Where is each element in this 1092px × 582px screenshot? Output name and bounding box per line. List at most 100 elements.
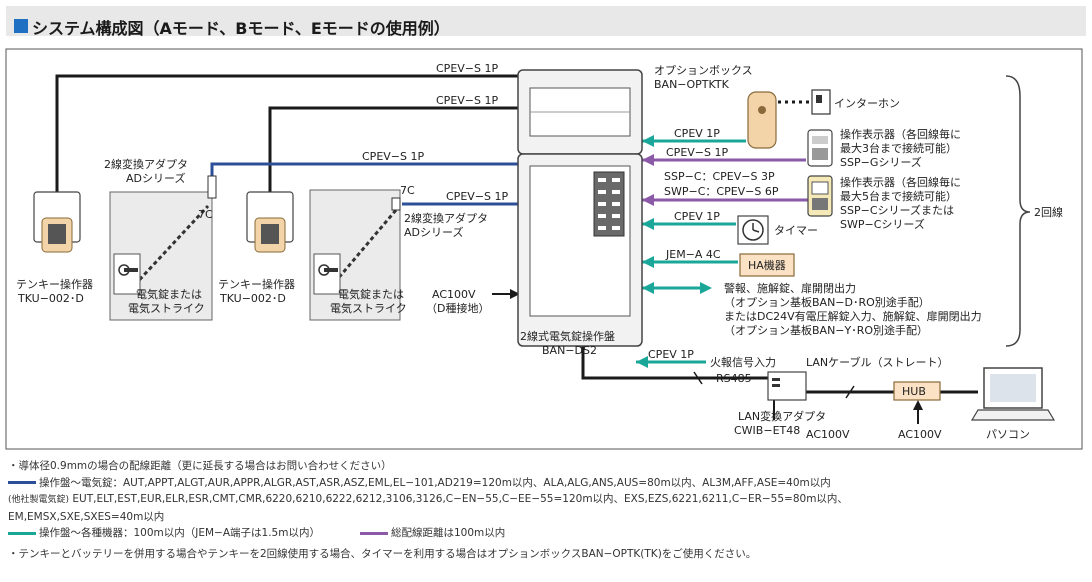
arrow-ac-main	[510, 289, 520, 299]
label-hub: HUB	[902, 385, 926, 398]
note-6: ・テンキーとバッテリーを併用する場合やテンキーを2回線使用する場合、タイマーを利…	[8, 547, 757, 560]
label-display-c-4: SWP−Cシリーズ	[840, 217, 925, 231]
legend-swatch-blue	[8, 481, 36, 484]
label-adapter-left-1: 2線変換アダプタ	[104, 157, 188, 171]
label-outputs-3: またはDC24V有電圧解錠入力、施解錠、扉開閉出力	[724, 309, 982, 323]
label-ac-main-2: （D種接地）	[426, 301, 489, 315]
adapter-left-device	[207, 175, 217, 199]
note-4: EM,EMSX,SXE,SXES=40m以内	[8, 510, 165, 523]
notes-section: ・導体径0.9mmの場合の配線距離（更に延長する場合はお問い合わせください） 操…	[8, 458, 1088, 562]
label-adapter-right-2: ADシリーズ	[404, 225, 463, 239]
ha-device	[739, 253, 795, 277]
label-interphone: インターホン	[834, 97, 900, 110]
label-adapter-right-1: 2線変換アダプタ	[404, 211, 488, 225]
arrow-display-g	[642, 154, 654, 166]
rs485-slash	[693, 371, 703, 385]
arrow-outputs-right	[700, 282, 712, 294]
label-outputs-2: （オプション基板BAN−D･RO別途手配）	[724, 295, 930, 309]
note-5: 操作盤〜各種機器：100m以内（JEM−A端子は1.5m以内） 総配線距離は100…	[8, 525, 1088, 542]
note-5-text: 操作盤〜各種機器：100m以内（JEM−A端子は1.5m以内）	[39, 527, 320, 539]
intercom-handset	[747, 91, 777, 149]
label-option-box: オプションボックス	[654, 64, 753, 77]
label-lan-adapter-2: CWIB−ET48	[734, 424, 800, 437]
label-cable-c11: CPEV 1P	[648, 348, 694, 361]
label-cable-c5: CPEV 1P	[674, 127, 720, 140]
label-adapter-left-2: ADシリーズ	[126, 171, 185, 185]
label-panel-2: BAN−DS2	[542, 344, 597, 357]
arrow-ac-hub	[913, 400, 923, 410]
arrow-intercom	[642, 135, 654, 147]
legend-swatch-teal	[8, 531, 36, 535]
label-panel-1: 2線式電気錠操作盤	[520, 329, 615, 343]
note-1: ・導体径0.9mmの場合の配線距離（更に延長する場合はお問い合わせください）	[8, 460, 392, 472]
label-cable-c8: SWP−C：CPEV−S 6P	[664, 185, 779, 198]
label-cable-c4: CPEV−S 1P	[446, 190, 508, 203]
label-display-g-2: 最大3台まで接続可能）	[840, 141, 957, 155]
label-outputs-1: 警報、施解錠、扉開閉出力	[724, 281, 856, 295]
label-display-g-1: 操作表示器（各回線毎に	[840, 127, 961, 141]
label-two-circuits: 2回線	[1034, 205, 1063, 219]
note-2: 操作盤〜電気錠：AUT,APPT,ALGT,AUR,APPR,ALGR,AST,…	[8, 475, 1088, 492]
label-lock-left-1: 電気錠または	[136, 287, 202, 301]
diagram-frame	[5, 48, 1083, 450]
wire-adapter-left	[210, 162, 528, 178]
label-cable-c10: JEM−A 4C	[665, 248, 721, 261]
label-lan-adapter-1: LAN変換アダプタ	[738, 409, 826, 423]
label-ac-adapter: AC100V	[806, 428, 850, 441]
label-display-c-2: 最大5台まで接続可能）	[840, 189, 957, 203]
label-tenkey-left-1: テンキー操作器	[16, 277, 93, 291]
label-lan-cable: LANケーブル（ストレート）	[806, 355, 948, 369]
label-cable-c9: CPEV 1P	[674, 210, 720, 223]
label-option-box-model: BAN−OPTKTK	[654, 78, 730, 91]
door-left-wire	[128, 204, 210, 292]
two-circuits-brace	[1005, 75, 1031, 347]
label-ha: HA機器	[748, 258, 786, 272]
arrow-ha	[642, 256, 654, 268]
note-3-prefix: (他社製電気錠)	[8, 495, 70, 505]
wire-tenkey-left-to-optionbox	[55, 74, 528, 192]
label-tenkey-right-2: TKU−002･D	[219, 292, 286, 305]
label-ac-hub: AC100V	[898, 428, 942, 441]
label-lock-right-2: 電気ストライク	[330, 301, 407, 315]
arrow-display-c	[642, 194, 654, 206]
title-marker	[14, 19, 28, 33]
lan-slash	[845, 385, 855, 399]
label-cable-c6: CPEV−S 1P	[666, 146, 728, 159]
label-lock-left-2: 電気ストライク	[128, 301, 205, 315]
page-title: システム構成図（Aモード、Bモード、Eモードの使用例）	[32, 19, 450, 38]
label-pc: パソコン	[986, 428, 1030, 441]
label-ac-main-1: AC100V	[432, 288, 476, 301]
note-3-text: EUT,ELT,EST,EUR,ELR,ESR,CMT,CMR,6220,621…	[69, 493, 848, 505]
note-3: (他社製電気錠) EUT,ELT,EST,EUR,ELR,ESR,CMT,CMR…	[8, 491, 1088, 509]
adapter-right-device	[391, 197, 401, 211]
label-display-c-1: 操作表示器（各回線毎に	[840, 175, 961, 189]
label-7c-right: 7C	[400, 184, 415, 197]
label-cable-c7: SSP−C：CPEV−S 3P	[664, 170, 775, 183]
label-lock-right-1: 電気錠または	[338, 287, 404, 301]
label-7c-left: 7C	[198, 208, 213, 221]
label-cable-c1: CPEV−S 1P	[436, 62, 498, 75]
label-timer: タイマー	[774, 224, 818, 237]
label-fire-input: 火報信号入力	[710, 356, 776, 369]
label-display-c-3: SSP−Cシリーズまたは	[840, 203, 954, 217]
arrow-outputs-left	[642, 282, 654, 294]
note-2-text: 操作盤〜電気錠：AUT,APPT,ALGT,AUR,APPR,ALGR,AST,…	[39, 476, 831, 489]
title-bar: システム構成図（Aモード、Bモード、Eモードの使用例）	[6, 6, 1086, 38]
pc-keyboard	[970, 409, 1056, 421]
wire-rs485	[581, 344, 770, 380]
intercom-button	[758, 106, 766, 114]
arrow-fire-input	[636, 356, 648, 368]
label-display-g-3: SSP−Gシリーズ	[840, 155, 922, 169]
label-cable-c2: CPEV−S 1P	[436, 94, 498, 107]
label-rs485: RS485	[716, 372, 752, 385]
note-5-total: 総配線距離は100m以内	[390, 527, 506, 539]
arrow-timer	[642, 218, 654, 230]
hub-device	[893, 381, 941, 401]
label-tenkey-right-1: テンキー操作器	[218, 277, 295, 291]
door-right-wire	[328, 209, 398, 289]
label-tenkey-left-2: TKU−002･D	[17, 292, 84, 305]
label-outputs-4: （オプション基板BAN−Y･RO別途手配）	[724, 323, 928, 337]
label-cable-c3: CPEV−S 1P	[362, 150, 424, 163]
